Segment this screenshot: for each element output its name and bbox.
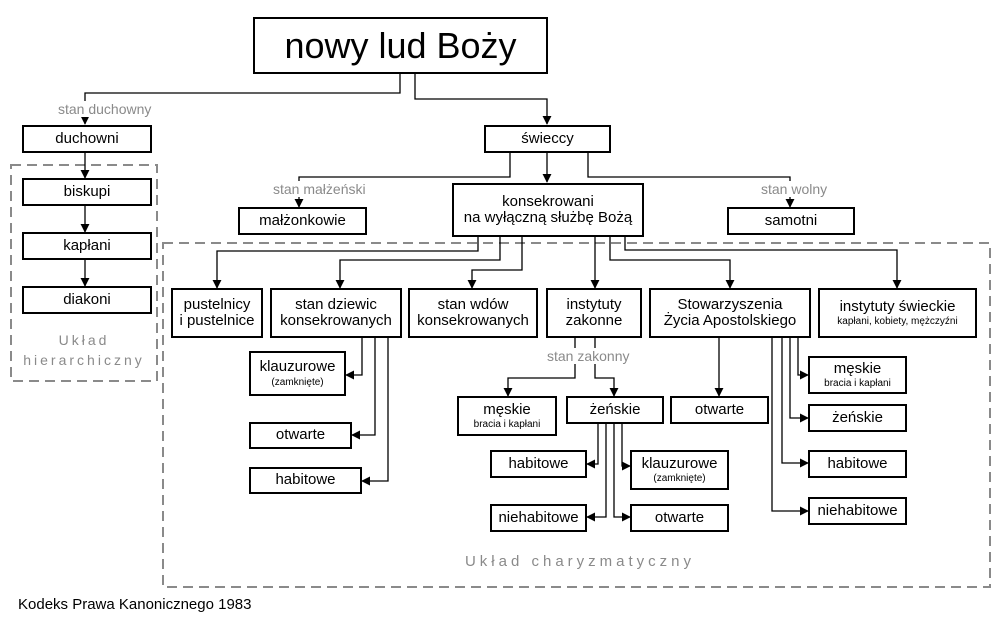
box-swieccy: świeccy	[484, 125, 611, 153]
box-dziewice-habitowe: habitowe	[249, 467, 362, 494]
box-stowarzyszenia-niehabitowe: niehabitowe	[808, 497, 907, 525]
box-instytuty-swieckie: instytuty świeckie kapłani, kobiety, męż…	[818, 288, 977, 338]
box-stowarzyszenia: Stowarzyszenia Życia Apostolskiego	[649, 288, 811, 338]
charismatic-label: Układ charyzmatyczny	[430, 553, 730, 570]
box-dziewice-klauzurowe: klauzurowe (zamknięte)	[249, 351, 346, 396]
box-stowarzyszenia-habitowe: habitowe	[808, 450, 907, 478]
box-konsekrowani: konsekrowani na wyłączną służbę Bożą	[452, 183, 644, 237]
box-zenskie-habitowe: habitowe	[490, 450, 587, 478]
box-wdowy: stan wdów konsekrowanych	[408, 288, 538, 338]
box-zakonne-zenskie: żeńskie	[566, 396, 664, 424]
box-stowarzyszenia-zenskie: żeńskie	[808, 404, 907, 432]
footer-source: Kodeks Prawa Kanonicznego 1983	[18, 596, 252, 613]
label-stan-duchowny: stan duchowny	[56, 101, 154, 117]
box-malzonkowie: małżonkowie	[238, 207, 367, 235]
box-instytuty-zakonne: instytuty zakonne	[546, 288, 642, 338]
box-duchowni: duchowni	[22, 125, 152, 153]
box-dziewice-otwarte: otwarte	[249, 422, 352, 449]
box-diakoni: diakoni	[22, 286, 152, 314]
title-text: nowy lud Boży	[284, 24, 517, 66]
title-box: nowy lud Boży	[253, 17, 548, 74]
box-kaplani: kapłani	[22, 232, 152, 260]
box-dziewice: stan dziewic konsekrowanych	[270, 288, 402, 338]
box-stowarzyszenia-meskie: męskie bracia i kapłani	[808, 356, 907, 394]
box-biskupi: biskupi	[22, 178, 152, 206]
box-zenskie-otwarte: otwarte	[630, 504, 729, 532]
box-samotni: samotni	[727, 207, 855, 235]
label-stan-wolny: stan wolny	[759, 181, 830, 197]
hierarchy-label: Układ hierarchiczny	[15, 330, 153, 370]
box-zenskie-klauzurowe: klauzurowe (zamknięte)	[630, 450, 729, 490]
box-pustelnicy: pustelnicy i pustelnice	[171, 288, 263, 338]
box-zakonne-meskie: męskie bracia i kapłani	[457, 396, 557, 436]
box-stowarzyszenia-otwarte: otwarte	[670, 396, 769, 424]
box-zenskie-niehabitowe: niehabitowe	[490, 504, 587, 532]
label-stan-malzenski: stan małżeński	[271, 181, 368, 197]
label-stan-zakonny: stan zakonny	[545, 348, 632, 364]
